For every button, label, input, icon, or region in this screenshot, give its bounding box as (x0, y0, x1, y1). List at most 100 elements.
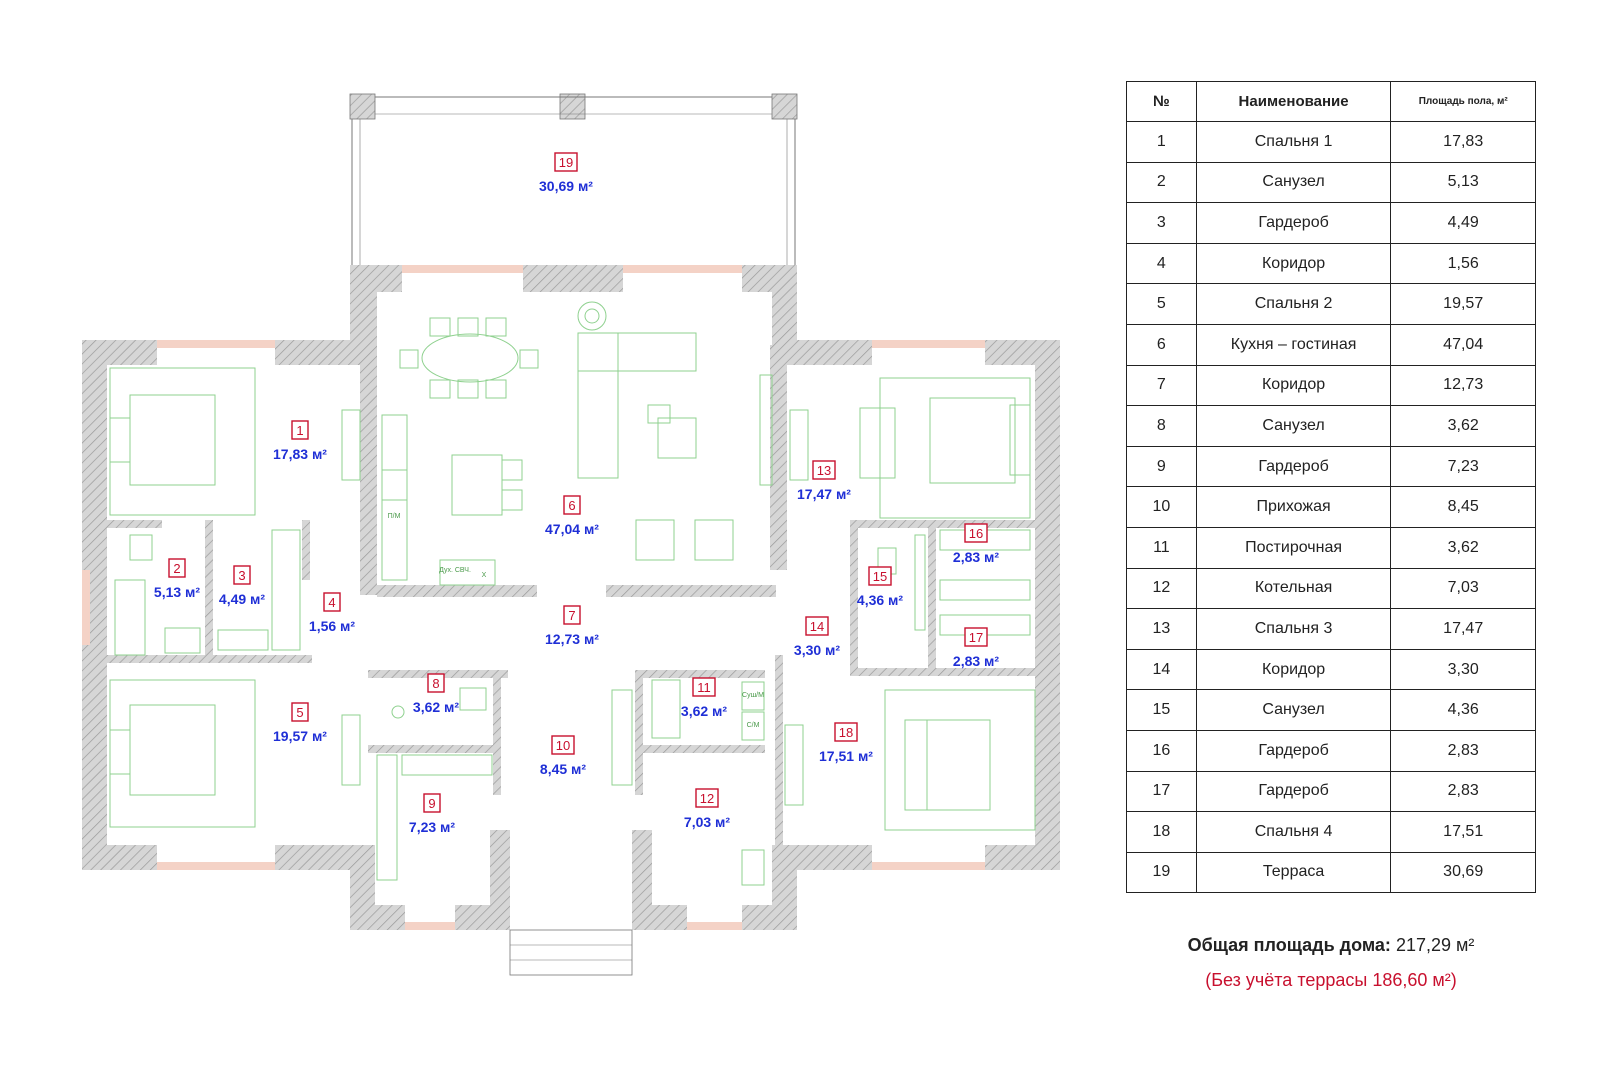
legend-cell-name: Спальня 3 (1195, 608, 1392, 650)
room-number: 2 (173, 561, 180, 576)
legend-cell-name: Постирочная (1195, 526, 1392, 569)
room-number-box (423, 793, 441, 813)
legend-cell-num: 2 (1126, 161, 1197, 204)
room-number-box (291, 420, 309, 440)
room-number-box (427, 673, 445, 693)
washer-label: С/М (747, 722, 760, 729)
room-number-box (551, 735, 575, 755)
dishwasher-label: П/М (388, 513, 401, 520)
legend-cell-name: Гардероб (1195, 202, 1392, 244)
room-area: 5,13 м² (154, 584, 200, 600)
room-label: 41,56 м² (309, 592, 355, 634)
legend-cell-area: 1,56 (1390, 242, 1536, 285)
room-number: 6 (568, 498, 575, 513)
room-number-box (233, 565, 251, 585)
legend-cell-area: 47,04 (1390, 323, 1536, 366)
room-area: 8,45 м² (540, 761, 586, 777)
legend-cell-name: Котельная (1195, 567, 1392, 610)
legend-cell-num: 1 (1126, 121, 1197, 163)
room-label: 127,03 м² (684, 788, 730, 830)
room-area: 1,56 м² (309, 618, 355, 634)
room-area: 4,36 м² (857, 592, 903, 608)
legend-cell-num: 5 (1126, 283, 1197, 325)
no-terrace-value: 186,60 м²) (1372, 970, 1457, 990)
legend-cell-area: 2,83 (1390, 729, 1536, 772)
room-number-box (812, 460, 836, 480)
legend-cell-name: Прихожая (1195, 486, 1392, 528)
room-number: 1 (296, 423, 303, 438)
legend-cell-name: Коридор (1195, 242, 1392, 285)
room-number: 14 (810, 619, 824, 634)
legend-cell-name: Кухня – гостиная (1195, 323, 1392, 366)
room-number: 18 (839, 725, 853, 740)
legend-cell-num: 6 (1126, 323, 1197, 366)
room-number: 5 (296, 705, 303, 720)
room-number-box (291, 702, 309, 722)
legend-header-row: № Наименование Площадь пола, м² (1126, 81, 1536, 122)
room-number: 3 (238, 568, 245, 583)
legend-cell-num: 4 (1126, 242, 1197, 285)
legend-cell-area: 4,36 (1390, 689, 1536, 731)
room-number-box (868, 566, 892, 586)
room-number: 16 (969, 526, 983, 541)
room-label: 2 5,13 м² (154, 558, 200, 600)
room-area: 47,04 м² (545, 521, 599, 537)
total-area-label: Общая площадь дома: (1187, 935, 1391, 955)
room-number: 12 (700, 791, 714, 806)
legend-header-num: № (1126, 81, 1197, 122)
room-label: 154,36 м² (857, 566, 903, 608)
room-label: 16 2,83 м² (953, 523, 999, 565)
room-number-box (554, 152, 578, 172)
room-number-box (563, 495, 581, 515)
legend-cell-num: 13 (1126, 608, 1197, 650)
legend-cell-name: Коридор (1195, 648, 1392, 691)
room-area: 19,57 м² (273, 728, 327, 744)
room-area: 3,30 м² (794, 642, 840, 658)
room-area: 4,49 м² (219, 591, 265, 607)
legend-cell-area: 7,03 (1390, 567, 1536, 610)
legend-cell-name: Спальня 1 (1195, 121, 1392, 163)
room-number-box (323, 592, 341, 612)
legend-cell-area: 7,23 (1390, 445, 1536, 488)
legend-cell-num: 16 (1126, 729, 1197, 772)
legend-cell-area: 2,83 (1390, 770, 1536, 813)
room-label: 83,62 м² (413, 673, 459, 715)
legend-cell-name: Гардероб (1195, 770, 1392, 813)
legend-cell-area: 3,30 (1390, 648, 1536, 691)
room-label: 6 47,04 м² (545, 495, 599, 537)
legend-cell-num: 10 (1126, 486, 1197, 528)
legend-cell-name: Санузел (1195, 405, 1392, 447)
room-number: 11 (697, 680, 711, 695)
room-label: 97,23 м² (409, 793, 455, 835)
room-area: 2,83 м² (953, 549, 999, 565)
fridge-label: Дух. СВЧ. (439, 567, 471, 574)
legend-cell-name: Спальня 4 (1195, 811, 1392, 853)
legend-cell-area: 3,62 (1390, 405, 1536, 447)
interior-walls (107, 345, 1035, 845)
legend-header-name: Наименование (1195, 81, 1392, 122)
legend-cell-num: 11 (1126, 526, 1197, 569)
room-area: 2,83 м² (953, 653, 999, 669)
legend-cell-area: 17,47 (1390, 608, 1536, 650)
room-number-box (695, 788, 719, 808)
room-number: 7 (568, 608, 575, 623)
room-number-box (692, 677, 716, 697)
room-label: 3 4,49 м² (219, 565, 265, 607)
legend-cell-num: 14 (1126, 648, 1197, 691)
room-area: 30,69 м² (539, 178, 593, 194)
legend-cell-area: 8,45 (1390, 486, 1536, 528)
room-label: 172,83 м² (953, 627, 999, 669)
